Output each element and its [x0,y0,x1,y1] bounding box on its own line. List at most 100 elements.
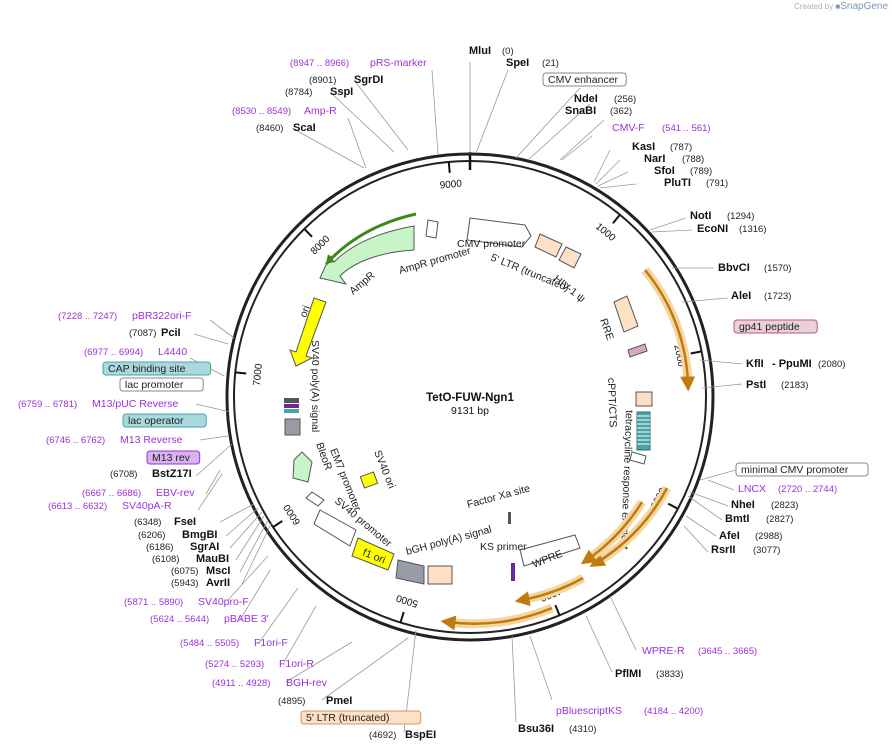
primer-sv40prof: SV40pro-F [198,596,249,608]
credit-prefix: Created by [794,2,834,11]
ampr-promoter-feature [425,219,439,239]
callout-line [685,515,717,537]
orf-arc-4 [514,576,584,607]
callout-line [229,511,263,549]
enzyme-econi: EcoNI [697,223,728,235]
enzyme-nhei: NheI [731,499,755,511]
factor-xa-label: Factor Xa site [466,483,532,511]
enzyme-pos-bmti: (2827) [766,514,793,525]
enzyme-pos-bspei: (4692) [369,730,396,741]
hiv-psi-feature [558,246,582,269]
bleor-feature [292,451,313,483]
enzyme-pos-pflmi: (3833) [656,669,683,680]
enzyme-bsu36i: Bsu36I [518,723,554,735]
primer-sv40par: SV40pA-R [122,500,172,512]
callout-line [199,435,229,441]
callout-line [681,297,729,303]
primer-pos-sv40par: (6613 .. 6632) [48,501,107,512]
tick-7000 [235,371,247,375]
primer-m13puc: M13/pUC Reverse [92,398,179,410]
callout-line [239,569,271,621]
primer-ampr: Amp-R [304,105,337,117]
enzyme-pos-fsei: (6348) [134,517,161,528]
enzyme-pos-scai: (8460) [256,123,283,134]
factor-xa-mark [508,512,511,524]
ltr5-feature [534,233,563,258]
primer-pos-pbabe: (5624 .. 5644) [150,614,209,625]
callout-line [687,495,723,521]
enzyme-pos-ndei: (256) [614,94,636,105]
callout-line [609,595,637,651]
callout-line [593,149,611,183]
enzyme-bstz17i: BstZ17I [152,468,192,480]
em7-feature [305,491,325,507]
lac-cluster-3 [284,409,299,413]
enzyme-pos-bsu36i: (4310) [569,724,596,735]
wpre-feature [519,534,581,567]
gp41-feature [627,343,648,358]
enzyme-kasi: KasI [632,141,655,153]
site-labels: MluI(0)SpeI(21)NdeI(256)SnaBI(362)KasI(7… [18,45,869,741]
plasmid-size: 9131 bp [451,405,489,417]
enzyme-bbvci: BbvCI [718,262,750,274]
box-cap_site [102,361,212,376]
primer-pbabe: pBABE 3' [224,613,269,625]
bgh-polya-feature [395,559,425,585]
orf-arc-1 [644,269,696,392]
box-cmv_enhancer [542,72,627,87]
primer-pos-f1orir: (5274 .. 5293) [205,659,264,670]
callout-line [683,525,709,553]
primer-pos-bghrev: (4911 .. 4928) [212,678,270,689]
enzyme-bmti: BmtI [725,513,749,525]
snapgene-credit: Created by ■SnapGene [794,1,888,12]
tick-label-7000: 7000 [252,363,265,387]
box-lac_promoter [119,377,204,392]
box-label-lac_operator: lac operator [128,415,184,427]
box-gp41 [733,319,818,334]
primer-pos-pbks: (4184 .. 4200) [644,706,703,717]
box-label-m13rev: M13 rev [152,452,191,464]
enzyme-maubi: MauBI [196,553,229,565]
callout-line [527,103,591,161]
enzyme-pluti: PluTI [664,177,691,189]
ks-primer-mark [511,563,515,581]
callout-line [353,79,409,151]
primer-ebvrev: EBV-rev [156,487,195,499]
callout-line [227,555,269,601]
tre-hatch [637,415,650,445]
enzyme-pos-spei: (21) [542,58,559,69]
primer-f1orif: F1ori-F [254,637,288,649]
credit-brand: SnapGene [840,1,889,12]
cppt-label: cPPT/CTS [605,378,619,428]
box-label-min_cmv: minimal CMV promoter [741,464,849,476]
enzyme-alei: AleI [731,290,751,302]
box-label-cmv_enhancer: CMV enhancer [548,74,619,86]
enzyme-pos-kasi: (787) [670,142,692,153]
primer-l4440: L4440 [158,346,187,358]
callout-line [291,127,365,169]
primer-m13r: M13 Reverse [120,434,183,446]
callout-line [651,229,693,233]
callout-line [707,479,735,491]
box-ltr_trunc [300,710,422,725]
callout-line [283,605,317,663]
orf-arc-1-halo [641,267,693,385]
enzyme-pos-pcii: (7087) [129,328,156,339]
ampr-orf-arrowhead [326,254,334,264]
enzyme-bspei: BspEI [405,729,436,741]
primer-pos-l4440: (6977 .. 6994) [84,347,143,358]
callout-line [701,383,743,389]
callout-line [195,443,233,477]
ori-feature [289,297,327,367]
bgh-ltr-block [427,565,453,585]
enzyme-afei: AfeI [719,530,740,542]
callout-line [195,403,231,413]
enzyme-pos-rsrii: (3077) [753,545,780,556]
rre-label: RRE [597,317,616,342]
tick-9000 [447,161,451,174]
orf-arc-3 [580,501,644,565]
enzyme-pos-bstz17i: (6708) [110,469,137,480]
primer-bghrev: BGH-rev [286,677,328,689]
enzyme-pflmi: PflMI [615,668,641,680]
enzyme-kfli: KflI [746,358,764,370]
